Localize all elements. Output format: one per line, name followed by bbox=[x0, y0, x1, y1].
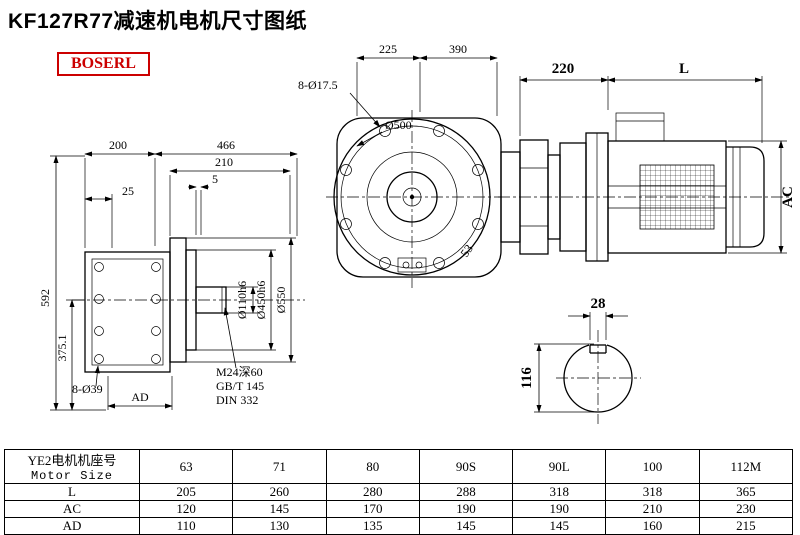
spec-value: 110 bbox=[138, 517, 234, 535]
bolt-hole bbox=[151, 262, 161, 272]
thread-label: M24深60 bbox=[216, 365, 263, 379]
standard-gbt-label: GB/T 145 bbox=[216, 379, 264, 393]
column-header: 112M bbox=[698, 449, 794, 484]
spec-value: 145 bbox=[418, 517, 514, 535]
standard-din-label: DIN 332 bbox=[216, 393, 258, 407]
column-header: 100 bbox=[605, 449, 700, 484]
flange-bolt-hole bbox=[379, 257, 391, 269]
dim-375: 375.1 bbox=[55, 335, 69, 362]
dim-116: 116 bbox=[519, 367, 535, 389]
spec-value: 145 bbox=[512, 517, 607, 535]
bolt-hole bbox=[94, 326, 104, 336]
row-label: AD bbox=[4, 517, 140, 535]
dim-390: 390 bbox=[449, 42, 467, 56]
column-header: 71 bbox=[232, 449, 327, 484]
bolt-hole bbox=[94, 354, 104, 364]
front-view: 225 390 8-Ø17.5 Ø500 53 bbox=[298, 42, 502, 288]
page-title: KF127R77减速机电机尺寸图纸 bbox=[8, 10, 308, 33]
dim-592: 592 bbox=[38, 289, 52, 307]
bolt-hole bbox=[151, 294, 161, 304]
spec-value: 230 bbox=[698, 500, 794, 518]
terminal-box bbox=[615, 112, 665, 142]
spec-value: 288 bbox=[418, 483, 514, 501]
stator-section bbox=[639, 164, 715, 230]
column-header: 90S bbox=[418, 449, 514, 484]
spec-value: 215 bbox=[698, 517, 794, 535]
flange-bolt-hole bbox=[379, 125, 391, 137]
spec-value: 210 bbox=[605, 500, 700, 518]
row-label: L bbox=[4, 483, 140, 501]
dim-225: 225 bbox=[379, 42, 397, 56]
dim-200: 200 bbox=[109, 138, 127, 152]
spec-value: 280 bbox=[325, 483, 420, 501]
column-header: 90L bbox=[512, 449, 607, 484]
motor-size-header-cn: YE2电机机座号 bbox=[27, 453, 117, 468]
spec-table: YE2电机机座号 Motor Size 63 71 80 90S 90L 100… bbox=[4, 449, 794, 535]
column-header: 80 bbox=[325, 449, 420, 484]
spec-value: 120 bbox=[138, 500, 234, 518]
spec-value: 145 bbox=[232, 500, 327, 518]
mounting-flange-circle bbox=[333, 118, 491, 276]
side-view: 200 466 210 5 25 592 375.1 8-Ø39 bbox=[38, 138, 305, 411]
dim-466: 466 bbox=[217, 138, 235, 152]
side-holes-label: 8-Ø39 bbox=[72, 382, 103, 396]
oil-plug bbox=[397, 257, 427, 273]
spec-value: 190 bbox=[512, 500, 607, 518]
motor-body bbox=[607, 140, 727, 254]
input-hub-circle bbox=[386, 171, 438, 223]
bolt-hole bbox=[151, 326, 161, 336]
spec-value: 135 bbox=[325, 517, 420, 535]
output-shaft bbox=[195, 286, 227, 314]
technical-drawing: 200 466 210 5 25 592 375.1 8-Ø39 bbox=[38, 42, 796, 424]
table-header-row: YE2电机机座号 Motor Size 63 71 80 90S 90L 100… bbox=[4, 449, 794, 484]
table-row-AD: AD 110 130 135 145 145 160 215 bbox=[4, 517, 794, 535]
bolt-hole bbox=[94, 262, 104, 272]
dim-5: 5 bbox=[212, 172, 218, 186]
spec-value: 365 bbox=[698, 483, 794, 501]
spec-value: 318 bbox=[605, 483, 700, 501]
table-row-AC: AC 120 145 170 190 190 210 230 bbox=[4, 500, 794, 518]
spec-value: 170 bbox=[325, 500, 420, 518]
dim-AD: AD bbox=[131, 390, 149, 404]
dia-110-label: Ø110h6 bbox=[235, 281, 249, 319]
motor-size-header: YE2电机机座号 Motor Size bbox=[4, 449, 140, 484]
dia-500-label: Ø500 bbox=[385, 118, 412, 132]
flange-bolt-hole bbox=[340, 218, 352, 230]
front-holes-label: 8-Ø17.5 bbox=[298, 78, 338, 92]
spec-value: 205 bbox=[138, 483, 234, 501]
flange-bolt-hole bbox=[472, 164, 484, 176]
dia-550-label: Ø550 bbox=[274, 287, 288, 314]
dim-25: 25 bbox=[122, 184, 134, 198]
row-label: AC bbox=[4, 500, 140, 518]
gearbox-housing-face bbox=[84, 251, 171, 373]
shaft-section-view: 28 116 bbox=[519, 296, 641, 424]
table-row-L: L 205 260 280 288 318 318 365 bbox=[4, 483, 794, 501]
dim-AC: AC bbox=[780, 186, 796, 208]
flange-bolt-hole bbox=[433, 125, 445, 137]
column-header: 63 bbox=[138, 449, 234, 484]
dim-210: 210 bbox=[215, 155, 233, 169]
spec-value: 130 bbox=[232, 517, 327, 535]
flange-bolt-hole bbox=[340, 164, 352, 176]
motor-view: 220 L AC bbox=[498, 61, 796, 262]
dim-220: 220 bbox=[552, 61, 575, 77]
spec-value: 318 bbox=[512, 483, 607, 501]
spec-value: 190 bbox=[418, 500, 514, 518]
motor-size-header-en: Motor Size bbox=[30, 469, 113, 483]
spec-value: 160 bbox=[605, 517, 700, 535]
spec-value: 260 bbox=[232, 483, 327, 501]
dim-L: L bbox=[679, 61, 689, 77]
bolt-hole bbox=[151, 354, 161, 364]
flange-bolt-hole bbox=[433, 257, 445, 269]
dia-450-label: Ø450h6 bbox=[254, 281, 268, 320]
fan-cover bbox=[726, 146, 765, 248]
bolt-hole bbox=[94, 294, 104, 304]
dim-28: 28 bbox=[591, 296, 606, 312]
gearbox-housing-front bbox=[336, 117, 502, 278]
flange-bolt-hole bbox=[472, 218, 484, 230]
brand-logo: BOSERL bbox=[57, 52, 150, 76]
